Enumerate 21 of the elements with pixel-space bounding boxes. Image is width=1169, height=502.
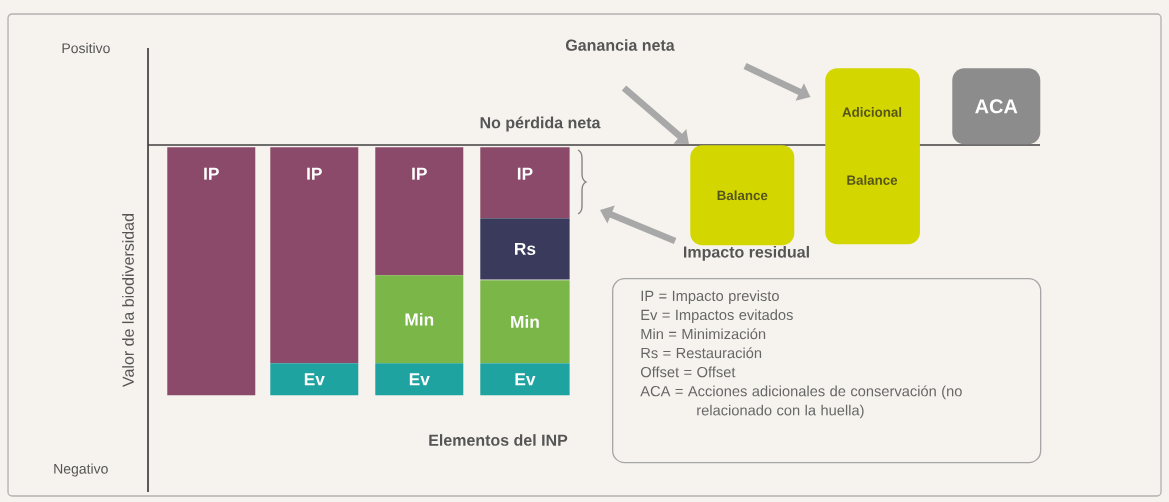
bar-segment: IP [375, 147, 464, 276]
bar-segment: Rs [480, 218, 570, 280]
bar-segment: Ev [270, 363, 359, 396]
bar-segment: Ev [480, 363, 570, 396]
bar-segment: IP [270, 147, 359, 364]
bar-segment: Min [480, 280, 570, 363]
axis-label: Ganancia neta [565, 39, 675, 51]
axis-label: Negativo [54, 463, 108, 477]
offset-box: Balance [690, 145, 795, 246]
bar-segment: IP [167, 147, 256, 396]
axis-label: Elementos del INP [429, 434, 568, 446]
callout-text: Impacto residual [684, 245, 809, 261]
bar-segment: Min [375, 275, 464, 364]
axis-label: Positivo [62, 42, 110, 54]
offset-box: Adicional Balance [825, 68, 920, 245]
aca-box: ACA [952, 68, 1041, 145]
bar-segment: Ev [375, 363, 464, 396]
axis-label: Valor de la biodiversidad [122, 214, 134, 387]
definition-box: IP = Impacto previsto Ev = Impactos evitados Min = Minimización Rs = Restauración Offset = Offset ACA = Acciones adicionales de conservación (no relacionado con la huella) [612, 278, 1042, 464]
axis-label: No pérdida neta [480, 116, 601, 132]
bar-segment: IP [480, 147, 570, 218]
